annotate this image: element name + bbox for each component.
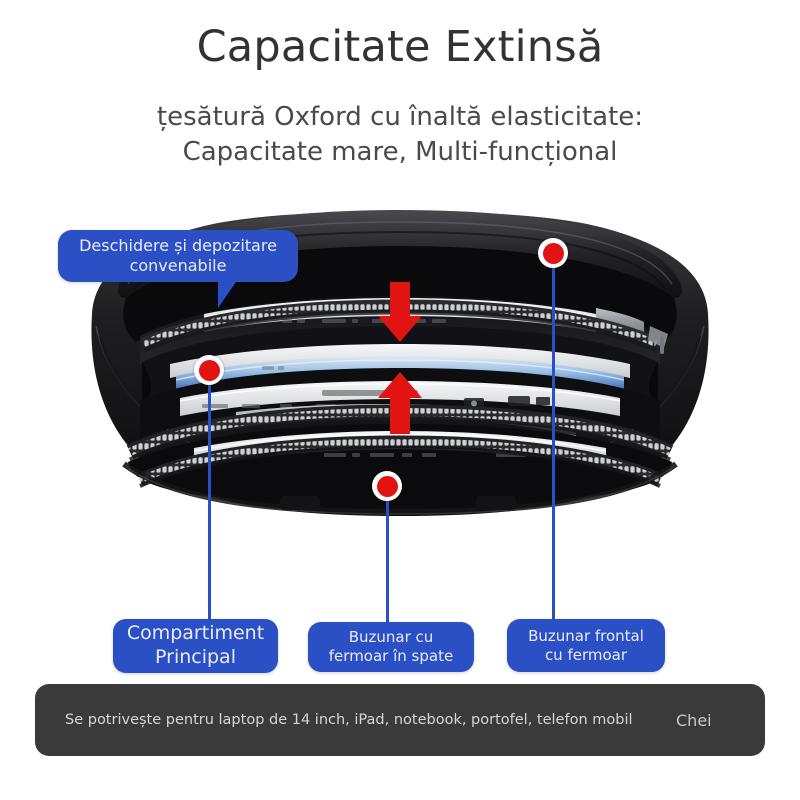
subtitle-line-2: Capacitate mare, Multi-funcțional <box>182 136 618 167</box>
footer-keys-text: Chei <box>676 710 712 730</box>
leader-line-back-pocket <box>386 498 389 628</box>
callout-open-storage-line1: Deschidere și depozitare <box>79 235 277 255</box>
leader-line-front-pocket <box>552 265 555 628</box>
callout-main-compartment-line2: Principal <box>155 646 236 668</box>
subtitle-line-1: țesătură Oxford cu înaltă elasticitate: <box>156 102 644 132</box>
callout-front-zip-pocket-line1: Buzunar frontal <box>528 626 644 645</box>
callout-tail-icon <box>218 282 246 308</box>
leader-line-main-compartment <box>208 382 211 628</box>
callout-open-storage-line2: convenabile <box>129 256 227 275</box>
callout-main-compartment-line1: Compartiment <box>126 622 265 645</box>
page-title: Capacitate Extinsă <box>196 22 604 72</box>
footer-bar: Se potrivește pentru laptop de 14 inch, … <box>35 684 765 756</box>
callout-back-zip-pocket-line1: Buzunar cu <box>348 628 434 647</box>
callout-main-compartment[interactable]: Compartiment Principal <box>113 619 278 673</box>
marker-main-compartment[interactable] <box>194 355 224 385</box>
callout-front-zip-pocket[interactable]: Buzunar frontal cu fermoar <box>507 619 665 672</box>
arrow-up-graphic <box>378 372 422 434</box>
callout-back-zip-pocket[interactable]: Buzunar cu fermoar în spate <box>308 622 474 672</box>
marker-front-zip-pocket[interactable] <box>538 238 568 268</box>
marker-back-zip-pocket[interactable] <box>372 471 402 501</box>
callout-front-zip-pocket-line2: cu fermoar <box>544 645 628 664</box>
arrow-down-graphic <box>378 282 422 342</box>
page-subtitle: țesătură Oxford cu înaltă elasticitate: … <box>0 100 800 169</box>
callout-back-zip-pocket-line2: fermoar în spate <box>328 647 454 665</box>
callout-open-storage[interactable]: Deschidere și depozitare convenabile <box>58 230 298 308</box>
footer-fits-text: Se potrivește pentru laptop de 14 inch, … <box>65 712 633 728</box>
